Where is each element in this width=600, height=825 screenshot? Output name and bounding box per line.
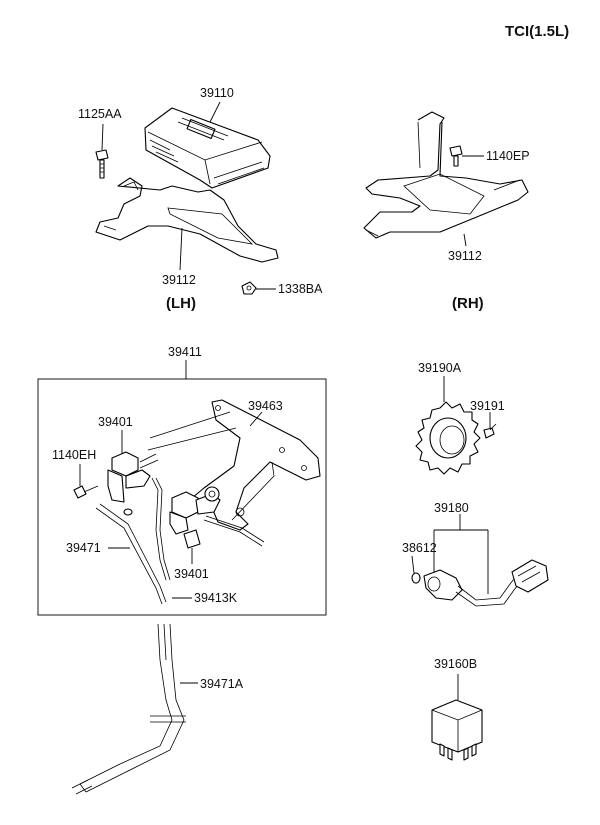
label-bracket-lh: 39112: [162, 273, 196, 287]
label-relay: 39160B: [434, 657, 477, 671]
wheel-screw-icon: [483, 423, 497, 439]
label-ecu: 39110: [200, 86, 234, 100]
vacuum-hoses: [95, 477, 265, 605]
label-solenoid-upper: 39401: [98, 415, 133, 429]
bolt-rh-icon: [449, 145, 463, 167]
label-target-wheel: 39190A: [418, 361, 462, 375]
label-side-rh: (RH): [452, 295, 484, 312]
label-valve-bracket: 39463: [248, 399, 283, 413]
hose-extension: [71, 623, 186, 795]
bracket-rh: [363, 111, 529, 239]
label-bolt-rh: 1140EP: [486, 149, 530, 163]
valve-bracket: [147, 399, 321, 531]
label-bolt-valve: 1140EH: [52, 448, 96, 462]
label-valve-assembly: 39411: [168, 345, 202, 359]
label-nut-lh: 1338BA: [278, 282, 323, 296]
solenoid-lower: [169, 486, 221, 549]
ecu-module: [144, 107, 271, 189]
crank-sensor: [423, 559, 549, 607]
label-bracket-rh: 39112: [448, 249, 482, 263]
label-side-lh: (LH): [166, 295, 196, 312]
sensor-leader-lines: [433, 514, 489, 594]
bolt-valve-icon: [73, 485, 99, 499]
label-hose-clip: 39413K: [194, 591, 238, 605]
label-hose-extension: 39471A: [200, 677, 244, 691]
valve-assembly-box: [37, 378, 327, 616]
relay: [431, 699, 483, 761]
label-wheel-screw: 39191: [470, 399, 505, 413]
oring-icon: [411, 572, 421, 584]
bolt-lh-icon: [95, 149, 109, 179]
label-crank-sensor: 39180: [434, 501, 469, 515]
label-hose: 39471: [66, 541, 101, 555]
label-bolt-lh: 1125AA: [78, 107, 122, 121]
target-wheel: [415, 401, 481, 475]
variant-title: TCI(1.5L): [505, 23, 569, 40]
solenoid-upper: [107, 451, 159, 503]
label-solenoid-lower: 39401: [174, 567, 209, 581]
bracket-lh: [95, 177, 279, 263]
label-oring: 38612: [402, 541, 437, 555]
nut-lh-icon: [241, 281, 257, 295]
